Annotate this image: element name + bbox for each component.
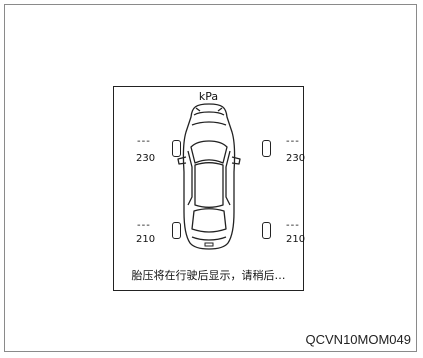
rear-right-status: ---: [286, 220, 300, 231]
front-right-tire-icon: [262, 140, 271, 157]
rear-left-status: ---: [137, 220, 151, 231]
rear-right-tire-icon: [262, 222, 271, 239]
front-left-status: ---: [137, 136, 151, 147]
figure-code-label: QCVN10MOM049: [305, 332, 411, 347]
front-left-pressure: 230: [136, 153, 156, 164]
front-right-pressure: 230: [286, 153, 306, 164]
tpms-display-panel: kPa --- 230 --- 230 --- 210 --- 210: [113, 86, 306, 291]
tpms-status-message: 胎压将在行驶后显示，请稍后…: [131, 269, 286, 282]
rear-right-pressure: 210: [286, 234, 306, 245]
rear-left-tire-icon: [172, 222, 181, 239]
rear-left-pressure: 210: [136, 234, 156, 245]
car-top-view-icon: [177, 103, 241, 250]
pressure-unit-label: kPa: [198, 90, 219, 103]
figure-frame: [4, 4, 417, 352]
front-left-tire-icon: [172, 140, 181, 157]
front-right-status: ---: [286, 136, 300, 147]
